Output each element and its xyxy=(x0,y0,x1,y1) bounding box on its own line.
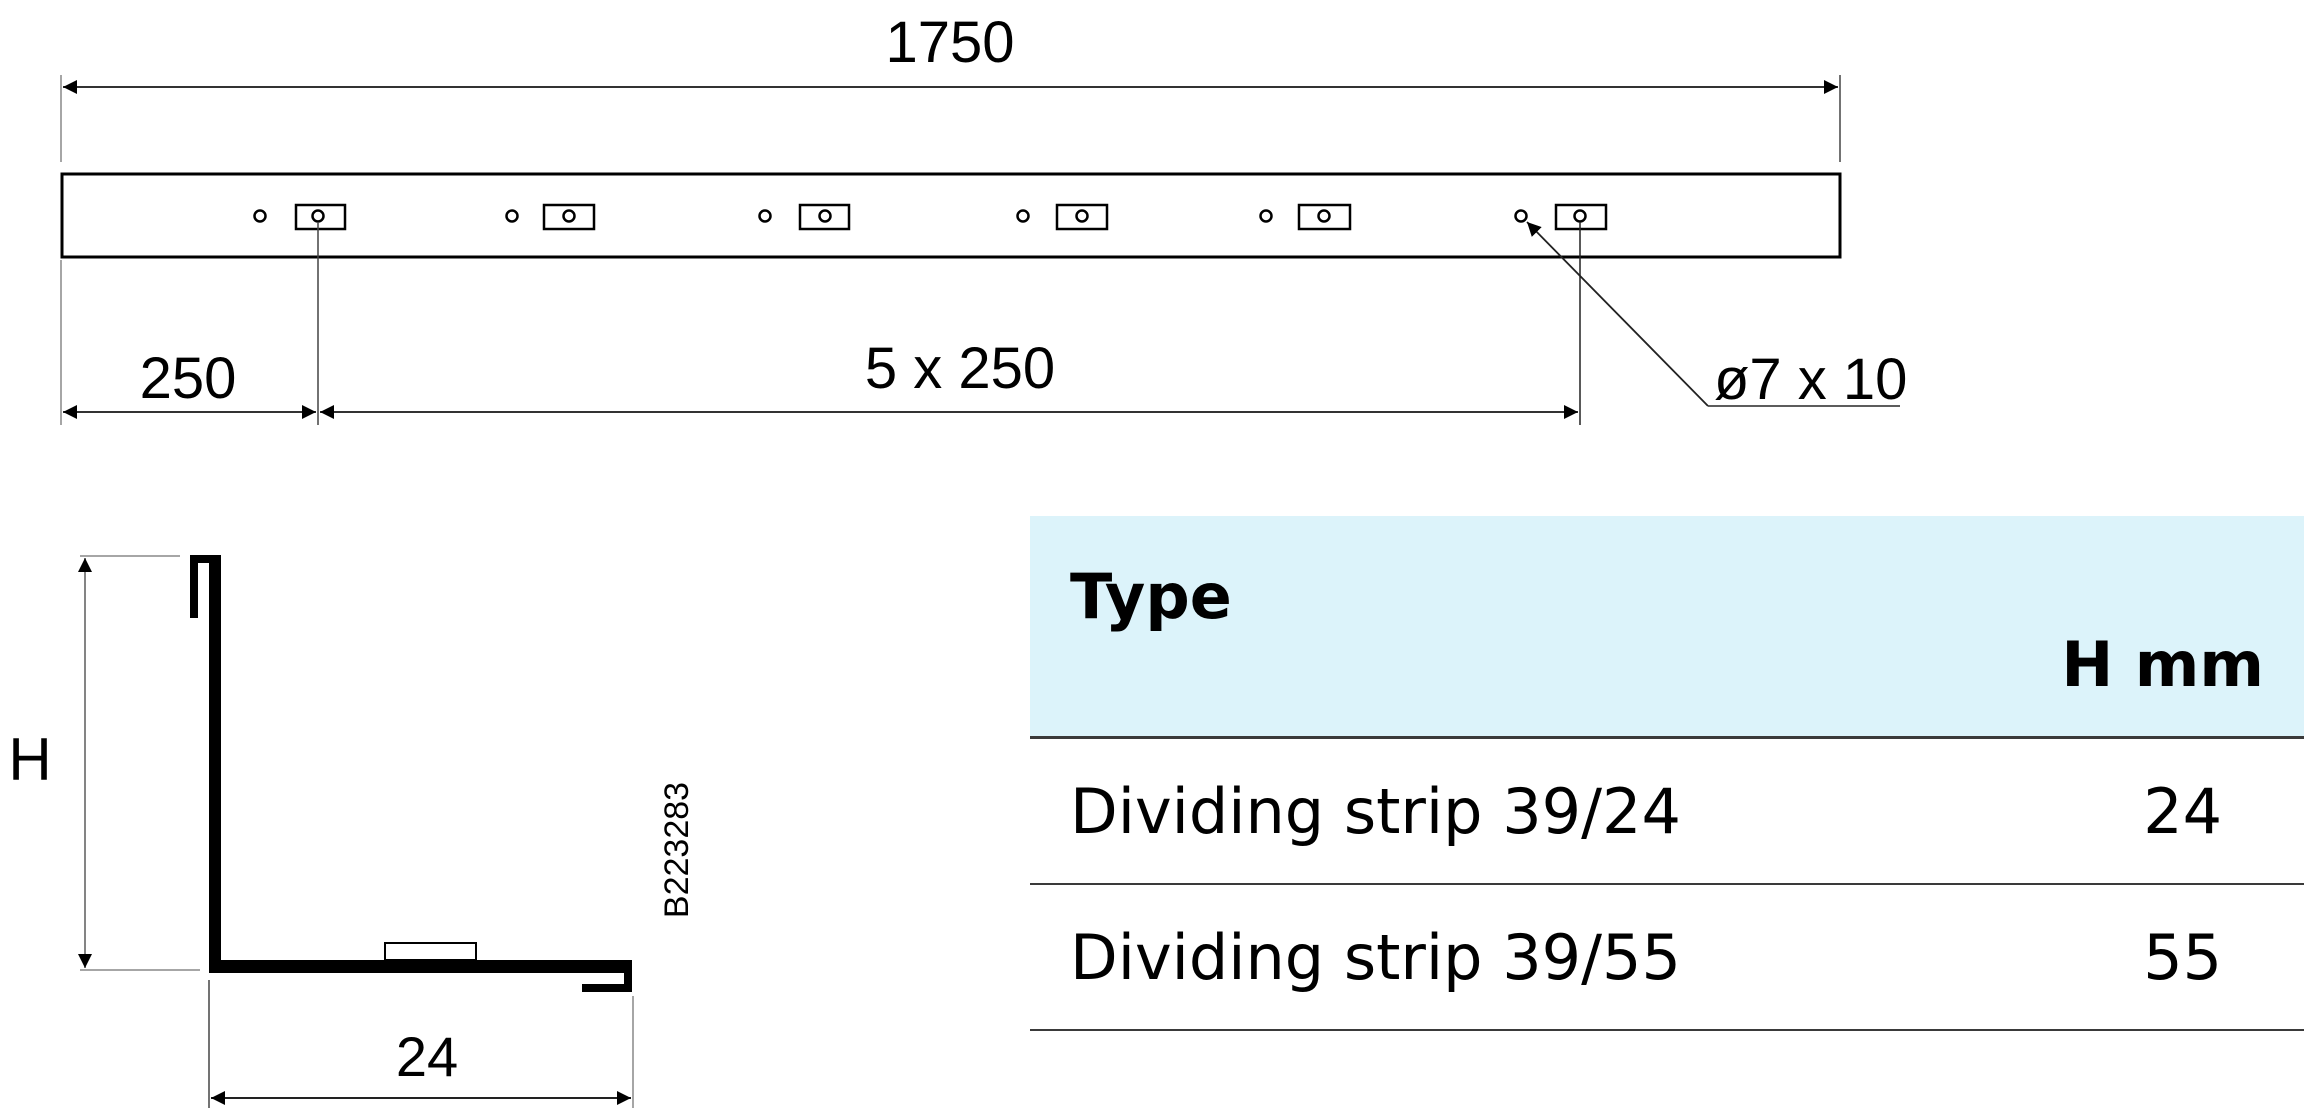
repeat-spacing-label: 5 x 250 xyxy=(865,336,1055,401)
hole-callout-leader xyxy=(1526,221,1709,407)
cell-height: 55 xyxy=(2061,884,2304,1031)
header-height: H mm xyxy=(2061,628,2264,701)
first-spacing-label: 250 xyxy=(140,346,237,411)
hole-callout-label: ø7 x 10 xyxy=(1714,347,1907,412)
hole-group xyxy=(505,203,596,231)
profile-bump xyxy=(384,942,477,961)
drawing-number: B223283 xyxy=(658,782,696,918)
cell-type: Dividing strip 39/24 xyxy=(1030,737,2062,885)
profile-shape xyxy=(190,555,632,992)
spec-table: Type H mm Dividing strip 39/24 24 Dividi… xyxy=(1030,516,2304,1031)
hole-group xyxy=(1259,203,1352,231)
hole-group xyxy=(758,203,851,231)
hole-group xyxy=(1016,203,1109,231)
header-type: Type xyxy=(1070,560,1232,633)
height-label: H xyxy=(8,726,51,793)
hole-group xyxy=(253,203,347,231)
top-view: 1750 xyxy=(60,10,1907,425)
hole-group xyxy=(1514,203,1608,231)
profile-view: H 24 B223283 xyxy=(8,555,696,1108)
cell-type: Dividing strip 39/55 xyxy=(1030,884,2062,1031)
table-row: Dividing strip 39/55 55 xyxy=(1030,884,2304,1031)
table-header-row: Type H mm xyxy=(1030,516,2304,738)
overall-length-label: 1750 xyxy=(885,10,1014,75)
table-row: Dividing strip 39/24 24 xyxy=(1030,737,2304,885)
strip-body xyxy=(60,172,1842,259)
width-label: 24 xyxy=(396,1025,458,1088)
cell-height: 24 xyxy=(2061,737,2304,885)
